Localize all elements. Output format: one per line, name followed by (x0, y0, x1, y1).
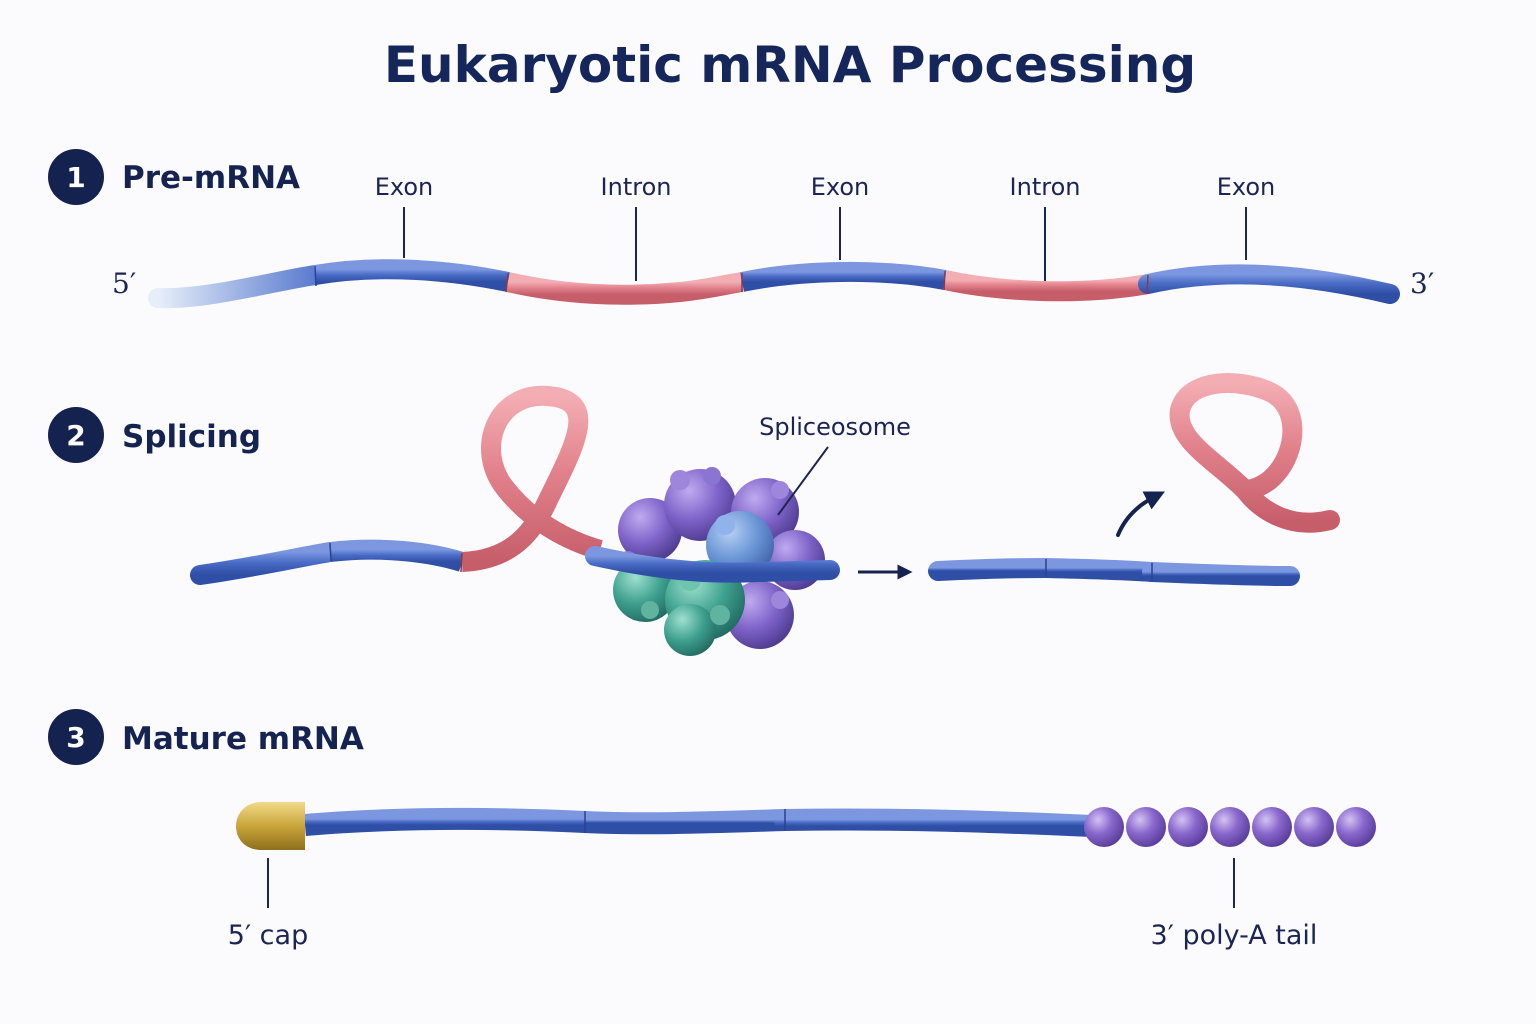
step-3-header: 3 Mature mRNA (48, 709, 364, 765)
spliced-exon-3 (1142, 562, 1300, 586)
step-3-number: 3 (66, 721, 85, 754)
spliceosome-bump (771, 481, 789, 499)
pre-mrna-intron-1 (505, 272, 744, 305)
splicing-junction-1 (329, 542, 332, 562)
spliceosome-bump (771, 591, 789, 609)
poly-a-bead (1210, 807, 1250, 847)
segment-labels: Exon Intron Exon Intron Exon (375, 173, 1276, 281)
poly-a-bead (1168, 807, 1208, 847)
page-title: Eukaryotic mRNA Processing (384, 36, 1196, 94)
poly-a-bead (1336, 807, 1376, 847)
mature-exon-1 (304, 807, 586, 836)
mature-exon-2 (584, 809, 786, 835)
splicing-exon-2 (328, 539, 465, 572)
pre-mrna-strand (148, 259, 1400, 309)
three-prime-label: 3′ (1410, 267, 1434, 300)
spliceosome-lobe (664, 604, 716, 656)
step-1-header: 1 Pre-mRNA (48, 149, 300, 205)
splicing-left-strand (190, 385, 603, 585)
step-2-header: 2 Splicing (48, 407, 261, 463)
spliced-exon-1 (928, 558, 1056, 581)
spliced-exon-2 (1045, 558, 1153, 582)
pre-mrna-junction-5 (1146, 274, 1149, 295)
spliced-exons (928, 558, 1300, 586)
poly-a-bead (1252, 807, 1292, 847)
mature-mrna (236, 802, 1376, 850)
splicing-junction-2 (460, 552, 463, 573)
spliceosome-bump (641, 601, 659, 619)
segment-label-exon-1: Exon (375, 173, 434, 201)
mature-exon-3 (774, 808, 1103, 837)
poly-a-bead (1084, 807, 1124, 847)
tail-label: 3′ poly-A tail (1151, 920, 1318, 951)
pre-mrna-exon-2 (739, 261, 947, 292)
spliceosome-bump (715, 515, 735, 535)
splicing-exon-through-spliceosome (585, 546, 840, 583)
spliceosome-label: Spliceosome (759, 413, 911, 441)
step-2-number: 2 (66, 419, 85, 452)
step-3-badge (48, 709, 104, 765)
pre-mrna-junction-2 (505, 272, 509, 293)
spliceosome-bump (710, 605, 730, 625)
pre-mrna-intron-2 (942, 270, 1150, 302)
pre-mrna-junction-1 (314, 265, 317, 287)
step-3-label: Mature mRNA (122, 721, 364, 757)
poly-a-tail (1084, 807, 1376, 847)
pre-mrna-5-prime-fade (148, 265, 325, 309)
splicing-exon-1 (190, 542, 340, 585)
segment-label-intron-1: Intron (601, 173, 672, 201)
cap-label: 5′ cap (228, 920, 308, 951)
segment-label-intron-2: Intron (1010, 173, 1081, 201)
step-2-label: Splicing (122, 419, 261, 455)
splicing-intron-lariat (461, 385, 603, 572)
poly-a-bead (1126, 807, 1166, 847)
segment-label-exon-3: Exon (1217, 173, 1276, 201)
pre-mrna-junction-4 (943, 270, 946, 291)
step-1-label: Pre-mRNA (122, 160, 300, 196)
pre-mrna-exon-3 (1138, 264, 1400, 304)
poly-a-bead (1294, 807, 1334, 847)
released-intron-lariat (1169, 373, 1340, 533)
five-prime-label: 5′ (112, 267, 136, 300)
pre-mrna-exon-1 (313, 259, 511, 292)
step-1-badge (48, 149, 104, 205)
spliceosome-bump (670, 470, 690, 490)
intron-release-arrow (1116, 491, 1165, 537)
step-2-badge (48, 407, 104, 463)
five-prime-cap (236, 802, 305, 850)
spliceosome-leader (777, 446, 829, 516)
step-1-number: 1 (66, 161, 85, 194)
segment-label-exon-2: Exon (811, 173, 870, 201)
spliceosome-bump (703, 467, 721, 485)
